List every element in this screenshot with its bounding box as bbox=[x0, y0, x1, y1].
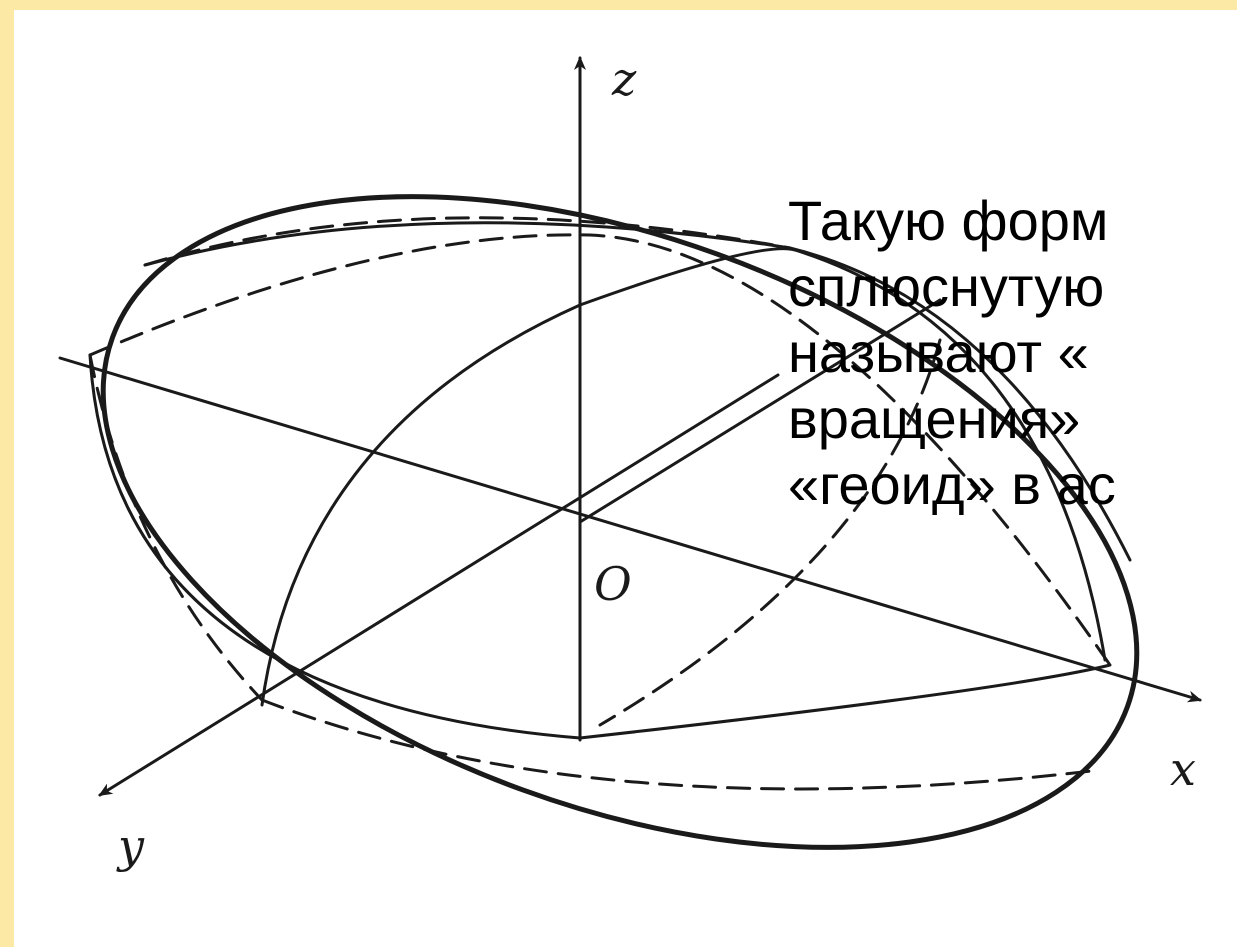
equator-back bbox=[88, 233, 1112, 667]
meridian-yz-back bbox=[143, 216, 792, 267]
meridian-left-back bbox=[88, 353, 264, 702]
slide-frame-left bbox=[0, 0, 14, 947]
caption-line-1: Такую форм bbox=[788, 189, 1109, 252]
meridian-xz-back bbox=[598, 338, 942, 727]
latitude-upper bbox=[143, 221, 1132, 562]
meridian-xz-right bbox=[793, 248, 1107, 662]
meridian-xz bbox=[260, 247, 797, 707]
caption-text: Такую форм сплюснутую называют « вращени… bbox=[788, 188, 1237, 518]
x-axis-label: x bbox=[1170, 742, 1196, 796]
origin-label: O bbox=[594, 557, 632, 611]
y-axis-label: y bbox=[116, 819, 145, 873]
equator-front bbox=[88, 353, 1112, 740]
y-axis-back bbox=[578, 298, 942, 524]
x-axis bbox=[58, 356, 1202, 703]
meridian-yz-front bbox=[260, 698, 1102, 791]
z-axis-label: z bbox=[611, 52, 637, 106]
y-axis bbox=[98, 373, 780, 797]
caption-line-2: сплюснутую bbox=[788, 255, 1105, 318]
caption-line-4: вращения» bbox=[788, 387, 1081, 450]
caption-line-5: «геоид» в ас bbox=[788, 453, 1116, 516]
caption-line-3: называют « bbox=[788, 321, 1089, 384]
slide-frame-top bbox=[0, 0, 1237, 10]
ellipsoid-outline bbox=[100, 194, 1140, 850]
